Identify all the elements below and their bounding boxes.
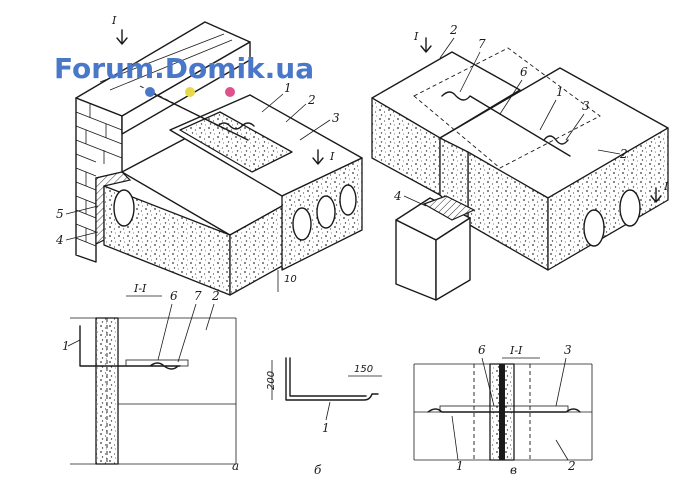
anchor-hidden bbox=[139, 85, 231, 133]
anchor-bent-bar bbox=[285, 357, 379, 401]
right-section-mark-top: I bbox=[413, 30, 419, 43]
section-a-label-6: 6 bbox=[170, 289, 178, 303]
label-4-left: 4 bbox=[55, 233, 64, 247]
section-v-label-6: 6 bbox=[478, 343, 486, 357]
right-section-mark-bottom: I bbox=[663, 180, 669, 193]
leader-4-left bbox=[65, 231, 99, 241]
iso-view-left: 10 I I 1 2 3 5 4 bbox=[55, 14, 363, 296]
label-7-right: 7 bbox=[478, 37, 486, 51]
sub-figure-b: б bbox=[314, 463, 322, 477]
section-v-title: I-I bbox=[509, 344, 523, 357]
slab-core-5 bbox=[339, 184, 357, 216]
leader-5 bbox=[65, 205, 99, 215]
slab-core-3 bbox=[292, 207, 312, 241]
label-2-left: 2 bbox=[307, 93, 316, 107]
right-core-2 bbox=[619, 189, 641, 227]
section-mark-top: I bbox=[111, 14, 117, 27]
sub-figure-a: а bbox=[232, 459, 239, 473]
anchor-bar-inner bbox=[289, 357, 367, 397]
label-3-left: 3 bbox=[332, 111, 340, 125]
label-5: 5 bbox=[56, 207, 64, 221]
wall-upper-edge bbox=[121, 41, 251, 135]
right-core-1 bbox=[583, 209, 605, 247]
dim-10-label: 10 bbox=[284, 274, 297, 285]
section-arrow-top bbox=[116, 29, 128, 45]
sub-figure-v: в bbox=[510, 463, 517, 477]
section-a-label-7: 7 bbox=[194, 289, 202, 303]
section-v: I-I 6 3 1 2 в bbox=[413, 343, 593, 477]
section-b: 200 150 1 б bbox=[266, 357, 382, 477]
brick-courses bbox=[75, 33, 233, 247]
section-a-plate bbox=[125, 359, 189, 367]
section-mark-right: I bbox=[329, 150, 335, 163]
watermark-dot-pink bbox=[225, 87, 235, 97]
dim-150-label: 150 bbox=[354, 364, 373, 375]
label-1-right: 1 bbox=[556, 85, 564, 99]
support-pad bbox=[422, 195, 476, 221]
section-v-label-3: 3 bbox=[564, 343, 572, 357]
watermark: Forum.Domik.ua bbox=[54, 52, 314, 97]
right-section-arrow-bottom bbox=[650, 187, 662, 203]
watermark-text: Forum.Domik.ua bbox=[54, 52, 314, 85]
label-6-right: 6 bbox=[520, 65, 528, 79]
label-2-right-side: 2 bbox=[619, 147, 628, 161]
section-a-label-1: 1 bbox=[62, 339, 70, 353]
label-2-right-top: 2 bbox=[449, 23, 458, 37]
iso-view-right: I I 2 7 6 1 3 2 4 bbox=[371, 23, 669, 301]
leader-1 bbox=[261, 93, 284, 113]
section-v-label-1: 1 bbox=[456, 459, 464, 473]
leader-3 bbox=[299, 119, 331, 141]
label-1-left: 1 bbox=[284, 81, 292, 95]
slab-core-4 bbox=[316, 195, 336, 229]
leader-2 bbox=[285, 103, 307, 123]
right-anchor-bar bbox=[441, 91, 571, 157]
support-side bbox=[435, 217, 471, 301]
section-v-plate bbox=[439, 405, 569, 413]
anchor-plate bbox=[179, 111, 293, 173]
section-a-label-2: 2 bbox=[211, 289, 220, 303]
section-arrow-right bbox=[312, 149, 324, 165]
right-plate-hidden bbox=[413, 47, 601, 169]
right-slab-b-side bbox=[547, 127, 669, 271]
slab-core-1 bbox=[113, 189, 135, 227]
section-b-label-1: 1 bbox=[322, 421, 330, 435]
watermark-dot-blue bbox=[145, 87, 155, 97]
label-3-right: 3 bbox=[582, 99, 590, 113]
watermark-dot-yellow bbox=[185, 87, 195, 97]
label-4-right: 4 bbox=[393, 189, 402, 203]
section-v-label-2: 2 bbox=[567, 459, 576, 473]
section-a: I-I 1 6 7 2 а bbox=[62, 282, 239, 473]
dim-200-label: 200 bbox=[266, 371, 277, 390]
right-section-arrow-top bbox=[420, 37, 432, 53]
section-a-title: I-I bbox=[133, 282, 147, 295]
